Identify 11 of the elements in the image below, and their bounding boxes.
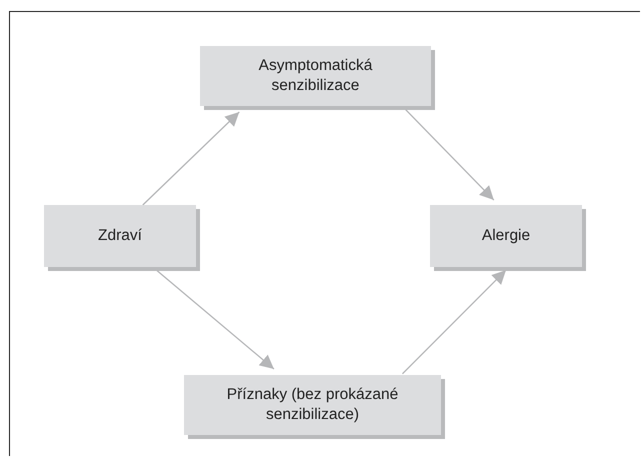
arrow (402, 270, 506, 374)
process-box (430, 205, 582, 267)
box-label: Alergie (482, 226, 530, 246)
box-label: Příznaky (bez prokázané senzibilizace) (226, 384, 400, 425)
arrow (142, 112, 240, 206)
process-box (184, 375, 441, 435)
box-label: Zdraví (98, 226, 142, 246)
arrow (154, 268, 274, 370)
process-box (200, 46, 431, 106)
box-label: Asymptomatická senzibilizace (258, 56, 374, 96)
process-box (44, 205, 196, 267)
